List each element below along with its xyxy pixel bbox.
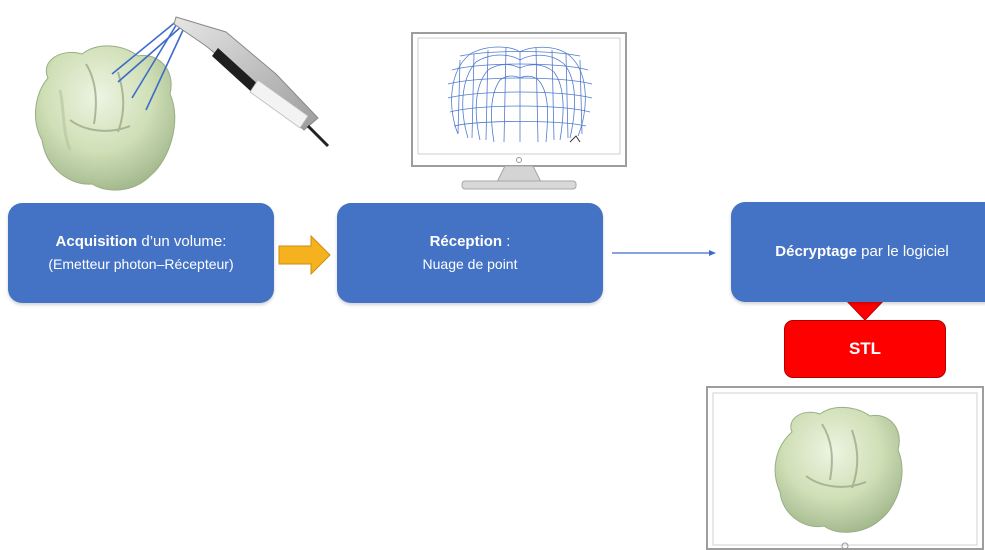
step-acquisition: Acquisition d’un volume: (Emetteur photo… <box>8 203 274 303</box>
reception-title-bold: Réception <box>429 233 503 250</box>
acquisition-title: Acquisition d’un volume: <box>56 231 227 253</box>
decryptage-title-rest: par le logiciel <box>856 243 949 260</box>
acquisition-title-bold: Acquisition <box>55 233 138 250</box>
reception-subtitle: Nuage de point <box>422 256 518 272</box>
decryptage-title-bold: Décryptage <box>775 243 857 260</box>
stl-box: STL <box>784 320 946 378</box>
monitor-stl-icon <box>706 386 984 550</box>
scan-beams <box>111 19 185 111</box>
monitor-icon <box>411 32 627 190</box>
stl-label: STL <box>848 339 882 358</box>
decryptage-title: Décryptage par le logiciel <box>775 241 948 263</box>
arrow-acq-to-rec <box>278 234 331 276</box>
point-cloud-mesh <box>447 46 593 143</box>
tooth-stl-image <box>774 407 903 533</box>
reception-title: Réception : <box>430 231 511 253</box>
acquisition-subtitle: (Emetteur photon–Récepteur) <box>48 256 234 272</box>
step-decryptage: Décryptage par le logiciel <box>731 202 985 302</box>
reception-title-rest: : <box>502 233 511 250</box>
arrow-rec-to-dec <box>612 250 716 256</box>
acquisition-title-rest: d’un volume: <box>137 233 227 250</box>
tooth-image <box>35 45 176 191</box>
intraoral-scanner-icon <box>173 16 330 148</box>
step-reception: Réception : Nuage de point <box>337 203 603 303</box>
